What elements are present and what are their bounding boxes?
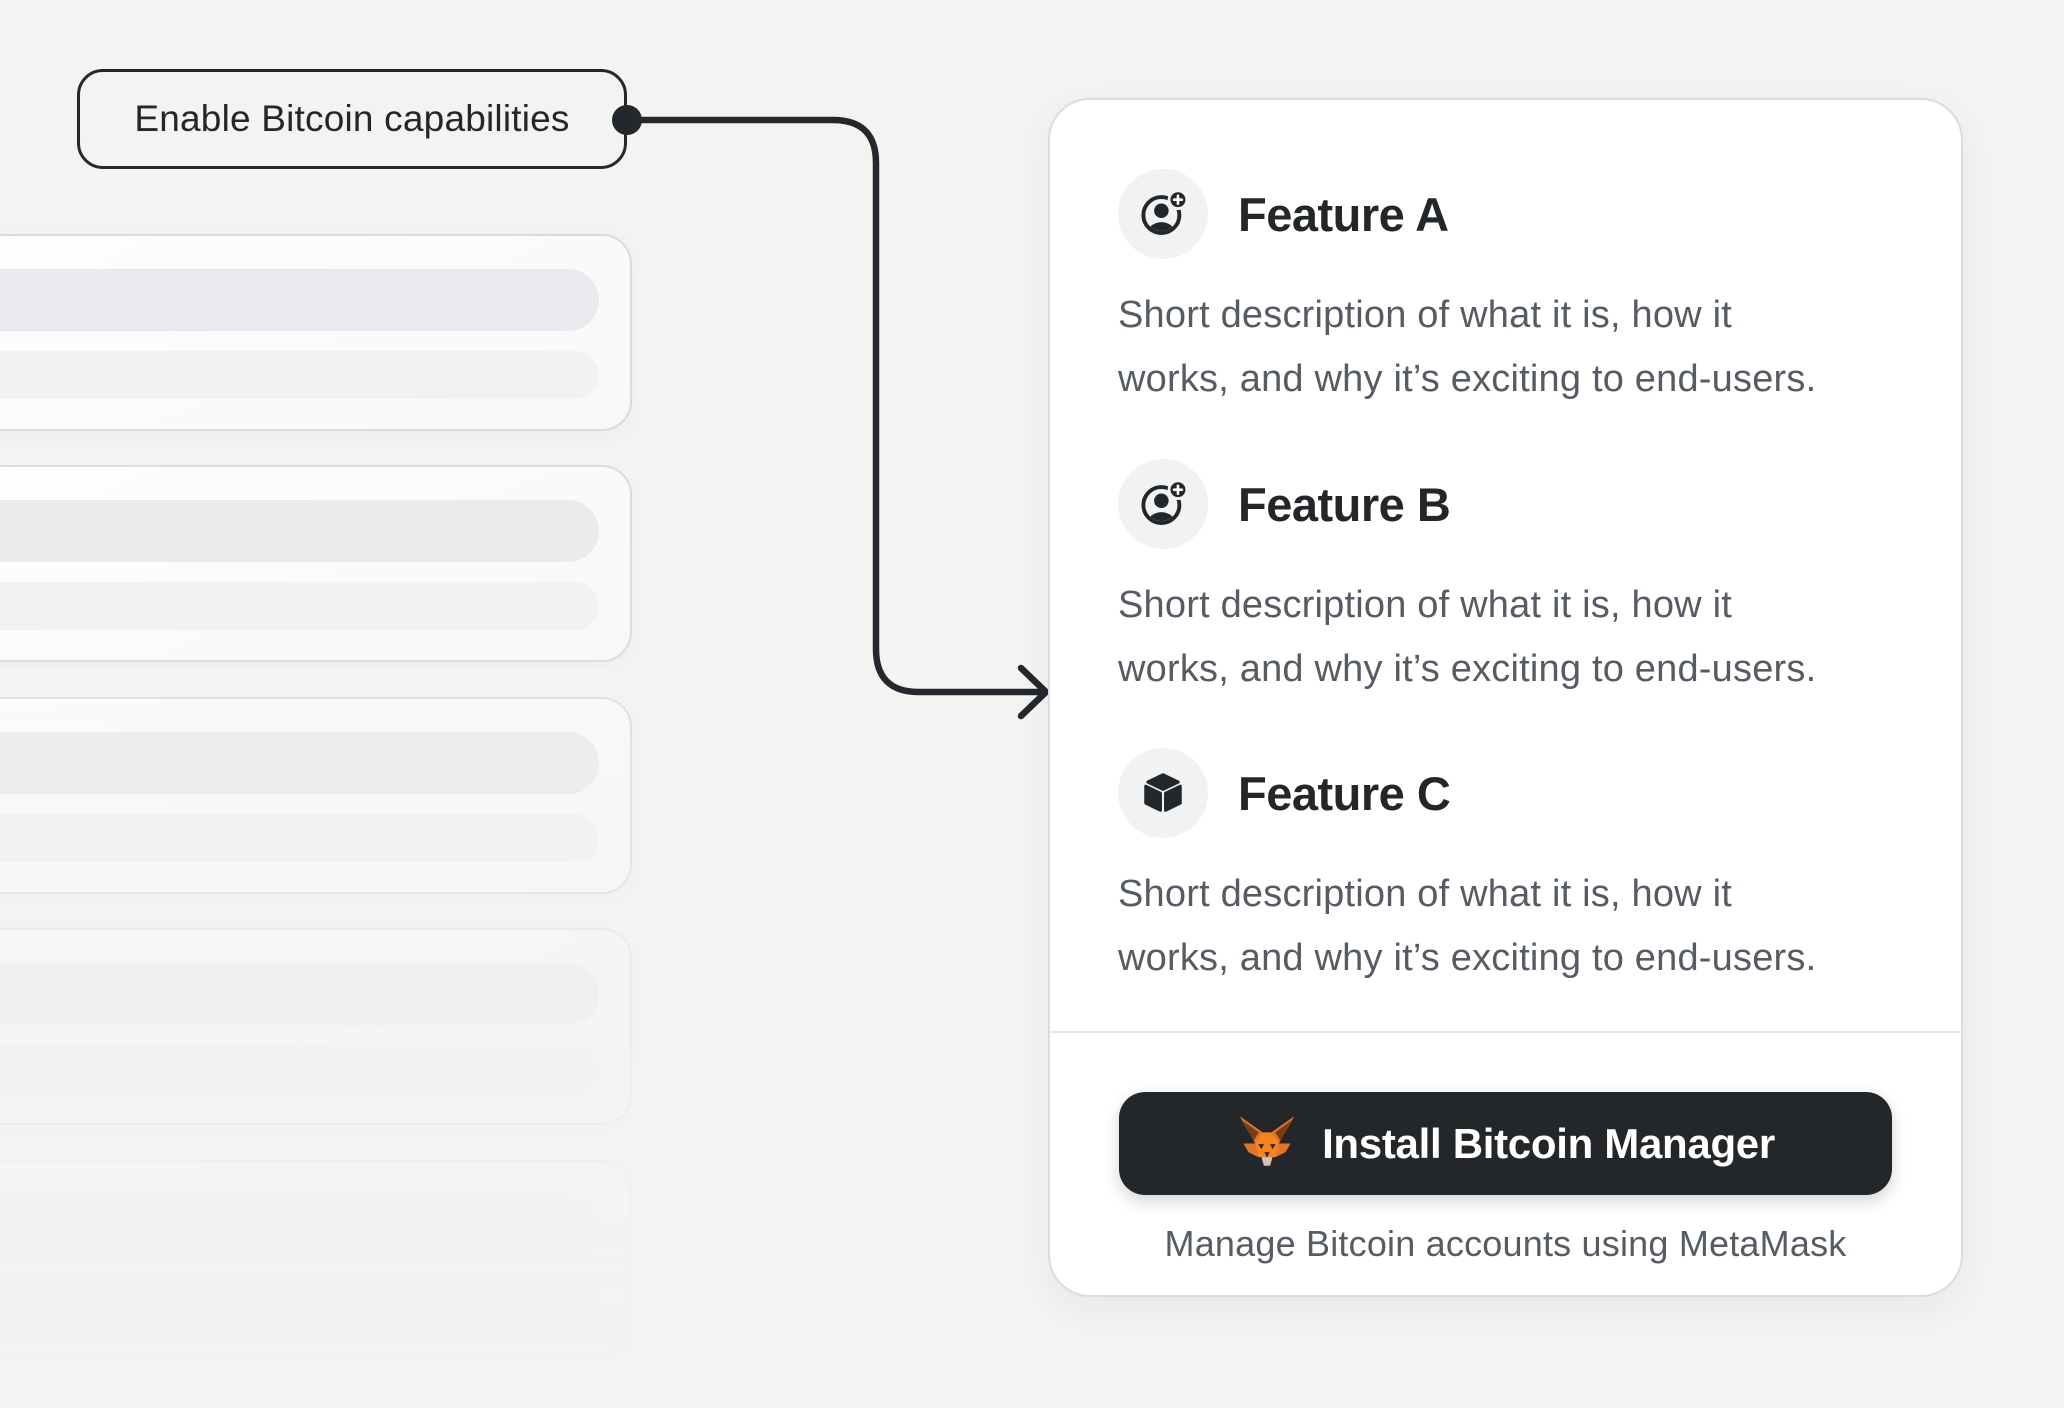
skeleton-line bbox=[0, 963, 599, 1025]
skeleton-line bbox=[0, 1277, 599, 1325]
skeleton-line bbox=[0, 732, 599, 794]
skeleton-line bbox=[0, 814, 599, 862]
feature-item-a: Feature A Short description of what it i… bbox=[1118, 169, 1911, 411]
callout-label: Enable Bitcoin capabilities bbox=[77, 69, 627, 169]
user-add-icon bbox=[1118, 459, 1208, 549]
feature-description: Short description of what it is, how it … bbox=[1118, 862, 1911, 990]
feature-description-line: works, and why it’s exciting to end-user… bbox=[1118, 358, 1817, 400]
install-caption: Manage Bitcoin accounts using MetaMask bbox=[1164, 1223, 1847, 1264]
skeleton-card bbox=[0, 928, 632, 1125]
user-add-icon bbox=[1118, 169, 1208, 259]
skeleton-card bbox=[0, 234, 632, 431]
card-footer: Install Bitcoin Manager Manage Bitcoin a… bbox=[1050, 1031, 1961, 1295]
features-list: Feature A Short description of what it i… bbox=[1050, 100, 1961, 1031]
feature-head: Feature C bbox=[1118, 748, 1911, 838]
metamask-fox-icon bbox=[1236, 1115, 1298, 1172]
feature-head: Feature B bbox=[1118, 459, 1911, 549]
skeleton-card bbox=[0, 697, 632, 894]
skeleton-card bbox=[0, 1160, 632, 1357]
feature-description: Short description of what it is, how it … bbox=[1118, 283, 1911, 411]
skeleton-line bbox=[0, 351, 599, 399]
feature-title: Feature C bbox=[1238, 766, 1451, 820]
cube-icon bbox=[1118, 748, 1208, 838]
feature-item-c: Feature C Short description of what it i… bbox=[1118, 748, 1911, 990]
install-button-label: Install Bitcoin Manager bbox=[1322, 1119, 1775, 1167]
features-card: Feature A Short description of what it i… bbox=[1048, 98, 1963, 1297]
feature-title: Feature B bbox=[1238, 477, 1451, 531]
feature-description-line: Short description of what it is, how it bbox=[1118, 294, 1732, 336]
skeleton-line bbox=[0, 1195, 599, 1257]
feature-title: Feature A bbox=[1238, 187, 1449, 241]
skeleton-line bbox=[0, 500, 599, 562]
callout-label-text: Enable Bitcoin capabilities bbox=[134, 98, 570, 139]
feature-description-line: Short description of what it is, how it bbox=[1118, 584, 1732, 626]
feature-description-line: works, and why it’s exciting to end-user… bbox=[1118, 937, 1817, 979]
feature-description-line: Short description of what it is, how it bbox=[1118, 873, 1732, 915]
skeleton-line bbox=[0, 582, 599, 630]
skeleton-line bbox=[0, 269, 599, 331]
skeleton-card bbox=[0, 465, 632, 662]
skeleton-line bbox=[0, 1045, 599, 1093]
install-bitcoin-manager-button[interactable]: Install Bitcoin Manager bbox=[1119, 1092, 1892, 1195]
arrowhead-icon bbox=[1017, 664, 1050, 720]
feature-head: Feature A bbox=[1118, 169, 1911, 259]
skeleton-list bbox=[0, 0, 700, 1408]
feature-item-b: Feature B Short description of what it i… bbox=[1118, 459, 1911, 701]
feature-description-line: works, and why it’s exciting to end-user… bbox=[1118, 648, 1817, 690]
feature-description: Short description of what it is, how it … bbox=[1118, 573, 1911, 701]
